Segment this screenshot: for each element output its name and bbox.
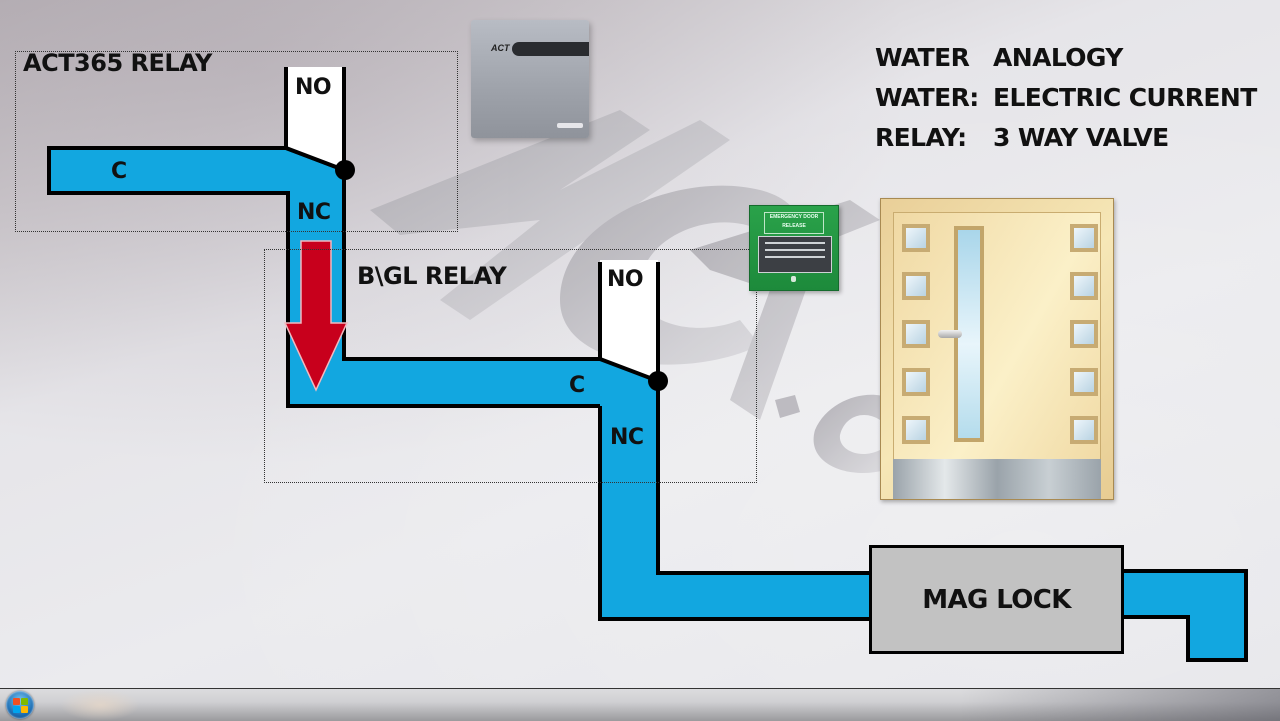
controller-display-strip xyxy=(512,42,589,56)
door-kickplate xyxy=(893,459,1101,499)
bgl-relay-box xyxy=(264,249,757,483)
act365-relay-box xyxy=(15,51,458,232)
release-key-icon xyxy=(791,276,796,282)
flow-arrow-icon xyxy=(283,240,349,392)
act365-relay-title: ACT365 RELAY xyxy=(23,49,212,77)
pivot-bgl xyxy=(648,371,668,391)
emergency-door-release-image: EMERGENCY DOOR RELEASE xyxy=(749,205,839,291)
analogy-row: RELAY:3 WAY VALVE xyxy=(875,123,1169,152)
bgl-no-label: NO xyxy=(607,267,644,292)
bgl-nc-label: NC xyxy=(610,425,644,450)
taskbar xyxy=(0,688,1280,721)
release-glass xyxy=(758,236,832,273)
pipe-bgl-nc xyxy=(600,406,870,619)
pivot-act365 xyxy=(335,160,355,180)
controller-brand: ACT xyxy=(491,43,510,53)
bgl-c-label: C xyxy=(569,373,585,398)
bgl-relay-title: B\GL RELAY xyxy=(357,262,507,290)
release-label: EMERGENCY DOOR RELEASE xyxy=(764,212,824,234)
mag-lock-box: MAG LOCK xyxy=(869,545,1124,654)
pipe-return xyxy=(1118,569,1248,662)
act365-no-label: NO xyxy=(295,75,332,100)
door-image xyxy=(880,198,1114,500)
diagram-canvas xyxy=(47,67,1248,662)
act365-controller-image: ACT xyxy=(471,20,589,138)
act365-nc-label: NC xyxy=(297,200,331,225)
windows-logo-icon xyxy=(13,698,20,705)
controller-tag xyxy=(557,123,583,128)
windows-start-button[interactable] xyxy=(6,691,34,719)
pipe-act365-no xyxy=(286,67,344,170)
act365-c-label: C xyxy=(111,159,127,184)
pipe-network xyxy=(47,67,1248,662)
door-handle-icon xyxy=(938,330,962,338)
mag-lock-label: MAG LOCK xyxy=(922,584,1071,615)
pipe-bgl-no xyxy=(600,260,658,381)
analogy-row: WATER:ELECTRIC CURRENT xyxy=(875,83,1257,112)
